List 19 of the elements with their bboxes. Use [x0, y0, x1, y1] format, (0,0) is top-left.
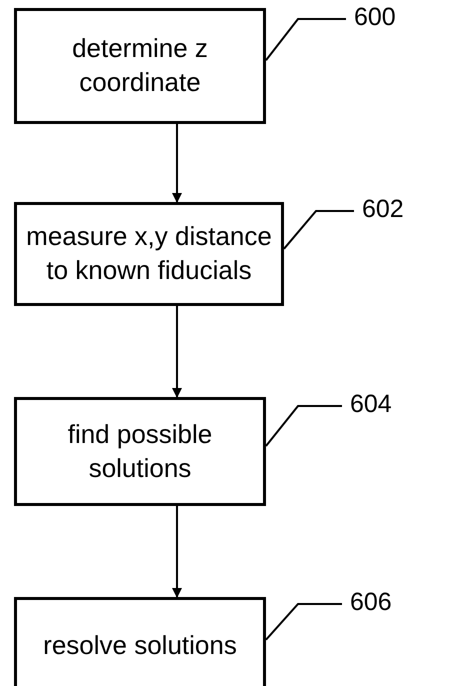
reference-number: 604 — [350, 390, 392, 419]
process-box — [14, 597, 266, 686]
box-text: find possible solutions — [66, 418, 214, 484]
process-box — [14, 8, 266, 124]
leader-line — [265, 405, 342, 447]
box-text: measure x,y distance to known fiducials — [25, 220, 273, 287]
reference-number: 602 — [362, 195, 404, 224]
reference-number: 600 — [354, 3, 396, 32]
leader-line — [265, 603, 342, 640]
leader-line — [265, 18, 346, 61]
box-text: resolve solutions — [43, 629, 237, 662]
arrow — [172, 306, 182, 398]
arrow — [172, 506, 182, 598]
process-box — [14, 397, 266, 506]
box-text: determine z coordinate — [71, 32, 209, 99]
reference-number: 606 — [350, 588, 392, 617]
arrow — [172, 124, 182, 203]
leader-line — [283, 210, 354, 250]
process-box — [14, 202, 284, 306]
